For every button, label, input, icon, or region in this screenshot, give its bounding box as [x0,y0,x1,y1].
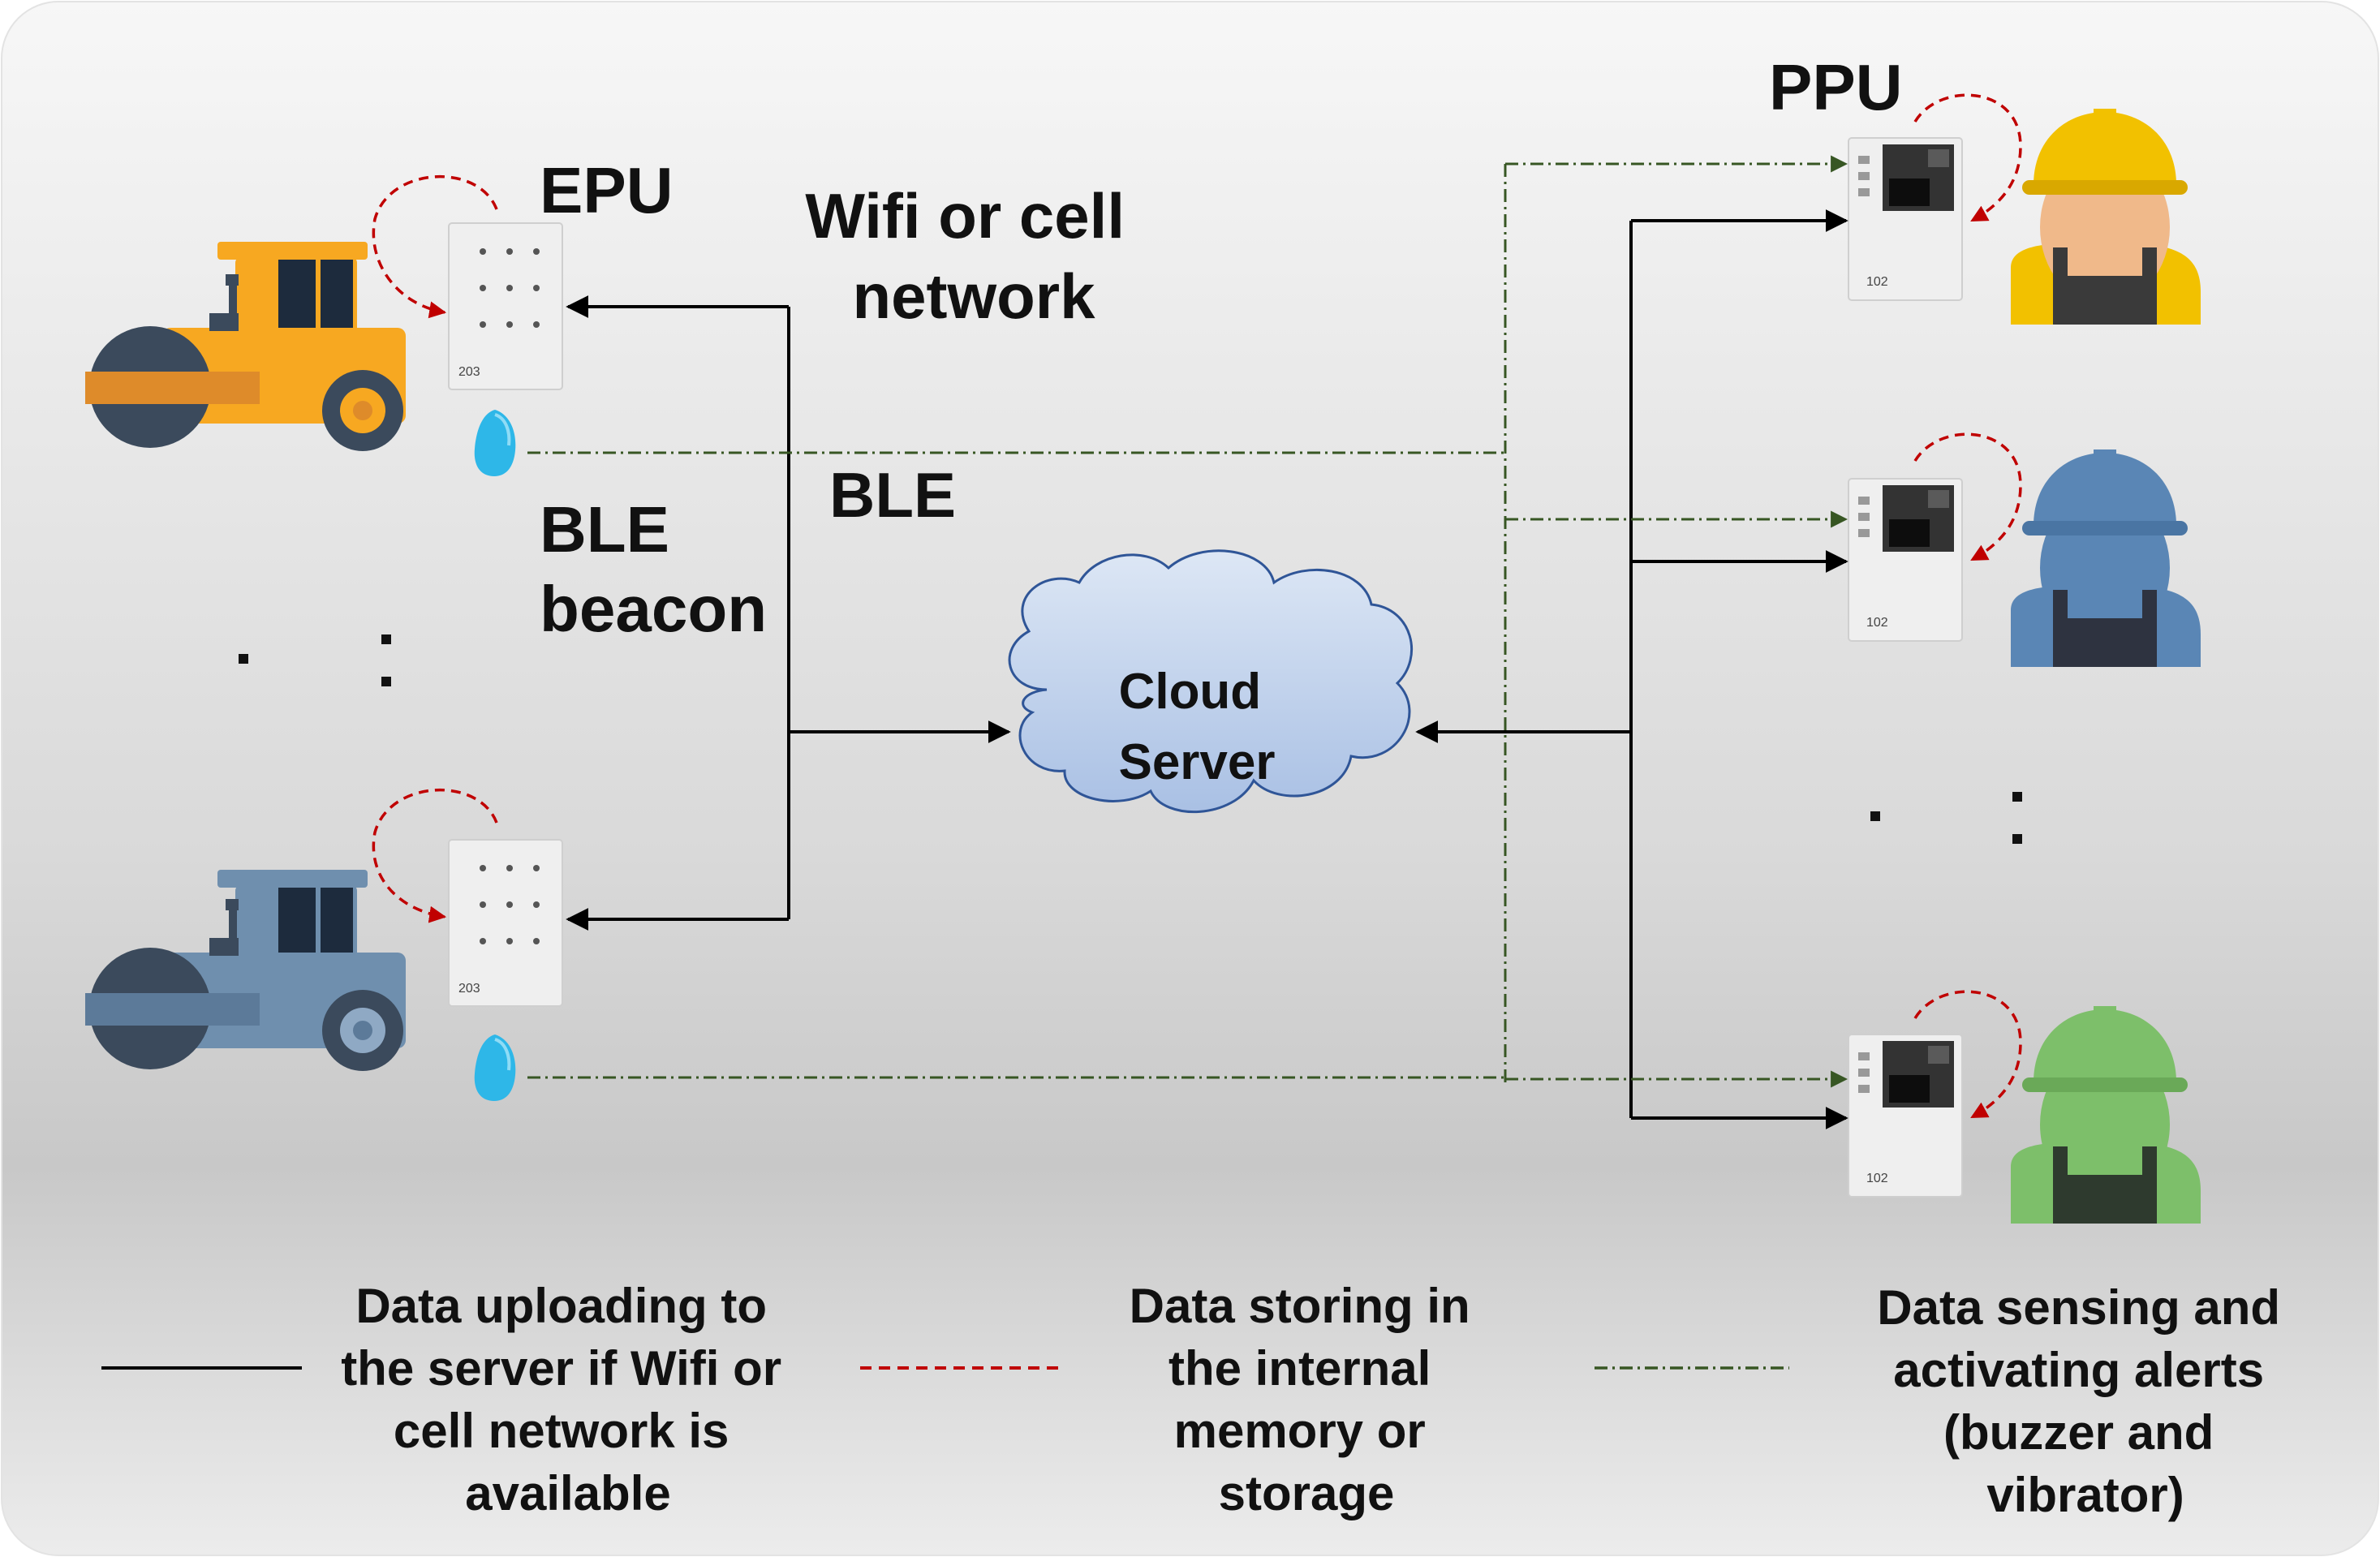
sensing-lines [527,155,1848,1088]
upload-lines-left [566,295,1011,931]
ellipsis-dots [239,634,2022,844]
ppu-device-2: 102 [1848,478,1963,642]
storing-loop-epu-top [372,175,498,319]
legend: Data uploading to the server if Wifi or … [101,1279,2293,1522]
legend-sensing-text: Data sensing and activating alerts (buzz… [1877,1280,2293,1522]
legend-upload-text: Data uploading to the server if Wifi or … [341,1279,795,1520]
upload-lines-right [1415,209,1848,1129]
epu-device-number: 203 [458,365,480,379]
storing-loop-ppu-3 [1913,990,2022,1119]
ppu-device-1: 102 [1848,137,1963,301]
storing-loop-ppu-1 [1913,93,2022,222]
worker-yellow [2011,109,2201,325]
worker-blue [2011,449,2201,667]
svg-text:Cloud Server: Cloud Server [1118,664,1275,790]
ppu-device-number: 102 [1866,275,1888,289]
epu-device-top: 203 [448,222,563,390]
ppu-device-number: 102 [1866,616,1888,630]
storing-loop-ppu-2 [1913,432,2022,561]
ppu-device-3: 102 [1848,1034,1963,1198]
network-label: Wifi or cell network [805,180,1142,332]
ble-label: BLE [829,459,956,531]
storing-loop-epu-bottom [372,789,498,923]
epu-label: EPU [540,154,674,226]
cloud-label: Server [1118,734,1275,790]
legend-storing-text: Data storing in the internal memory or s… [1130,1279,1484,1520]
road-roller-orange [85,242,406,451]
epu-device-bottom: 203 [448,839,563,1007]
ppu-label: PPU [1769,51,1903,123]
ppu-device-number: 102 [1866,1172,1888,1185]
ble-beacon-label: BLE beacon [540,493,767,645]
cloud-server: Cloud Server [1008,549,1414,814]
worker-green [2011,1006,2201,1224]
cloud-label: Cloud [1119,664,1262,720]
road-roller-blue [85,870,406,1071]
epu-device-number: 203 [458,982,480,996]
